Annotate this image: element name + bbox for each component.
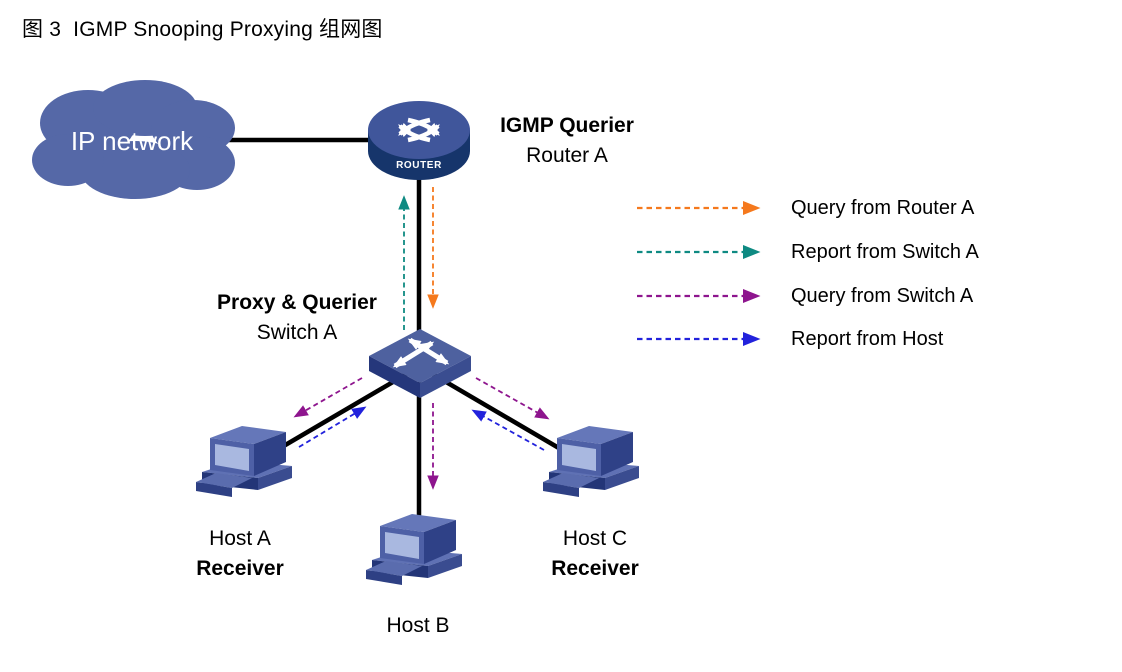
switch-arrows-icon bbox=[392, 337, 450, 369]
flow-report-hostC-to-switchA bbox=[471, 409, 545, 451]
flow-query-switchA-to-hostA bbox=[293, 377, 363, 418]
legend-label-report-from-switchA: Report from Switch A bbox=[791, 241, 979, 263]
hostC-role-label: Receiver bbox=[551, 557, 639, 580]
flow-report-hostA-to-switchA bbox=[298, 406, 367, 448]
router-name-label: Router A bbox=[526, 144, 608, 167]
hostA-role-label: Receiver bbox=[196, 557, 284, 580]
hostC-caption: Host C Receiver bbox=[511, 524, 679, 584]
legend-label-query-from-switchA: Query from Switch A bbox=[791, 285, 974, 307]
hostA-computer-icon bbox=[196, 426, 292, 497]
router-caption: IGMP Querier Router A bbox=[462, 111, 672, 171]
hostC-name-label: Host C bbox=[562, 527, 628, 550]
switch-icon bbox=[369, 329, 471, 398]
hostA-name-label: Host A bbox=[209, 527, 271, 550]
router-role-label: IGMP Querier bbox=[500, 114, 634, 137]
router-icon bbox=[368, 101, 470, 180]
switch-front-right bbox=[420, 356, 471, 398]
legend-label-query-from-routerA: Query from Router A bbox=[791, 197, 975, 219]
switch-caption: Proxy & Querier Switch A bbox=[192, 288, 402, 348]
flow-query-switchA-to-hostC bbox=[475, 377, 550, 420]
hostB-computer-icon bbox=[366, 514, 462, 585]
hostA-caption: Host A Receiver bbox=[156, 524, 324, 584]
ip-network-label: IP network bbox=[70, 126, 194, 156]
router-icon-label: ROUTER bbox=[396, 160, 442, 171]
hostB-caption: Host B bbox=[334, 611, 502, 641]
link-switch-hostC bbox=[427, 370, 583, 463]
figure-title: 图 3 IGMP Snooping Proxying 组网图 bbox=[22, 18, 383, 41]
ip-network-cloud-icon bbox=[32, 80, 235, 199]
hostB-name-label: Host B bbox=[386, 614, 450, 637]
hostC-computer-icon bbox=[543, 426, 639, 497]
router-top bbox=[368, 101, 470, 159]
legend-label-report-from-host: Report from Host bbox=[791, 328, 944, 350]
router-arrows-icon bbox=[398, 117, 440, 143]
switch-role-label: Proxy & Querier bbox=[217, 291, 377, 314]
switch-name-label: Switch A bbox=[256, 321, 338, 344]
switch-front-left bbox=[369, 356, 420, 398]
